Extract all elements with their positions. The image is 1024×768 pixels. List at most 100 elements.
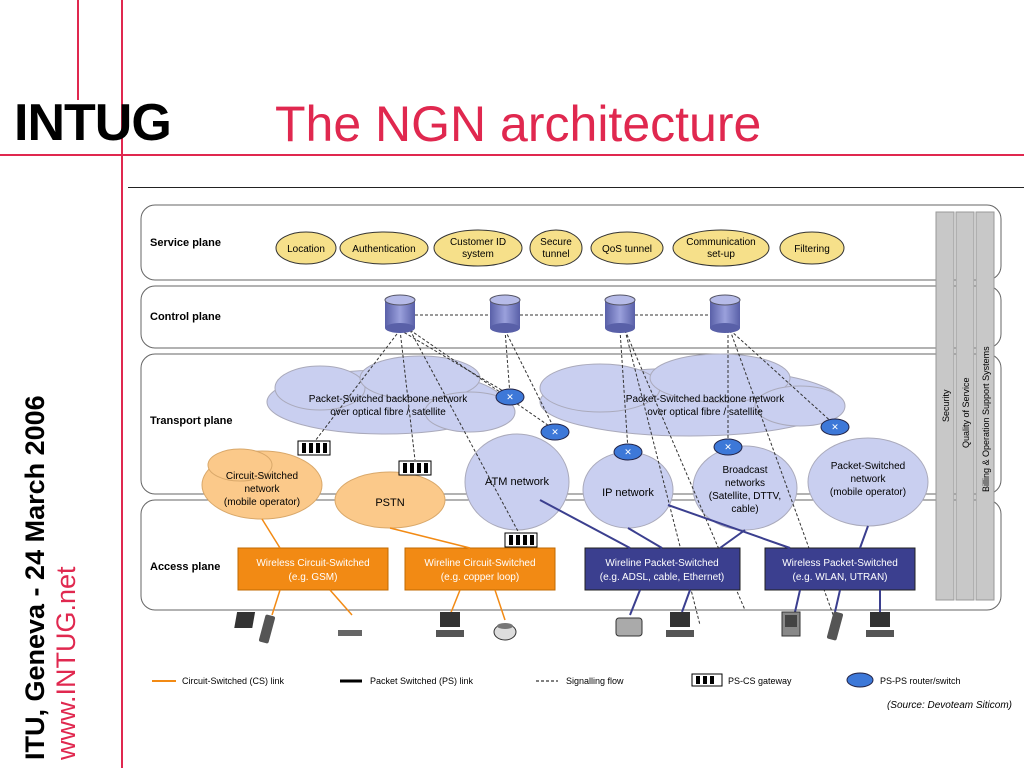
service-label: tunnel [542, 249, 569, 260]
service-label: Location [287, 244, 325, 255]
desktop-computer-icon [436, 612, 464, 637]
control-server-2 [489, 294, 521, 333]
broadcast-label-2: networks [725, 478, 765, 489]
telephone-icon [615, 617, 643, 637]
control-server-1 [384, 294, 416, 333]
broadcast-label-1: Broadcast [722, 465, 767, 476]
service-label: Authentication [352, 244, 415, 255]
legend-signalling-label: Signalling flow [566, 676, 624, 686]
service-oval-qos-tunnel: QoS tunnel [590, 231, 664, 265]
legend-router-icon [846, 672, 874, 688]
backbone-left-label-1: Packet-Switched backbone network [309, 394, 468, 405]
access-wireless-cs: Wireless Circuit-Switched (e.g. GSM) [237, 547, 389, 591]
backbone-cloud-right [539, 353, 846, 437]
service-label: Communication [686, 237, 755, 248]
access-plane-label: Access plane [150, 561, 220, 573]
qos-bar-label: Quality of Service [961, 377, 971, 448]
cs-cloud-label-1: Circuit-Switched [226, 471, 298, 482]
router-icon: ✕ [713, 438, 743, 456]
svg-text:✕: ✕ [551, 427, 559, 437]
service-label: Filtering [794, 244, 830, 255]
access-label: (e.g. WLAN, UTRAN) [792, 572, 887, 583]
broadcast-label-3: (Satellite, DTTV, [709, 491, 781, 502]
diagram-top-rule [128, 187, 1024, 188]
ps-links [539, 499, 881, 616]
access-label: Wireline Circuit-Switched [424, 558, 535, 569]
control-plane-label: Control plane [150, 311, 221, 323]
cs-links [261, 518, 506, 621]
control-plane-box [140, 285, 1002, 349]
access-label: (e.g. copper loop) [441, 572, 519, 583]
pda-icon [781, 611, 801, 637]
laptop-icon [234, 612, 362, 636]
access-wireless-ps: Wireless Packet-Switched (e.g. WLAN, UTR… [764, 547, 916, 591]
access-wireline-ps: Wireline Packet-Switched (e.g. ADSL, cab… [584, 547, 741, 591]
svg-text:✕: ✕ [624, 447, 632, 457]
service-label: system [462, 249, 494, 260]
backbone-right-label-1: Packet-Switched backbone network [626, 394, 785, 405]
billing-bar [975, 211, 995, 601]
cs-cloud [201, 448, 323, 520]
backbone-right-label-2: over optical fibre / satellite [647, 407, 763, 418]
router-icon: ✕ [820, 418, 850, 436]
gateway-icon [504, 532, 538, 548]
access-label: Wireline Packet-Switched [605, 558, 718, 569]
legend-ps-label: Packet Switched (PS) link [370, 676, 474, 686]
mobile-phone-icon [258, 614, 276, 644]
desktop-computer-icon [666, 612, 694, 637]
service-label: QoS tunnel [602, 244, 652, 255]
legend-router-label: PS-PS router/switch [880, 676, 961, 686]
access-label: Wireless Packet-Switched [782, 558, 898, 569]
access-label: Wireless Circuit-Switched [256, 558, 369, 569]
ps-mobile-label-3: (mobile operator) [830, 487, 906, 498]
broadcast-label-4: cable) [731, 504, 758, 515]
service-oval-communication: Communication set-up [672, 229, 770, 267]
gateway-icon [398, 460, 432, 476]
access-wireline-cs: Wireline Circuit-Switched (e.g. copper l… [404, 547, 556, 591]
service-oval-authentication: Authentication [339, 231, 429, 265]
desktop-computer-icon [866, 612, 894, 637]
security-bar [935, 211, 955, 601]
intug-logo: INTUG [14, 94, 172, 152]
service-oval-filtering: Filtering [779, 231, 845, 265]
legend-gateway-label: PS-CS gateway [728, 676, 792, 686]
service-oval-secure-tunnel: Secure tunnel [529, 229, 583, 267]
cs-cloud-label-3: (mobile operator) [224, 497, 300, 508]
router-icon: ✕ [540, 423, 570, 441]
cs-cloud-label-2: network [244, 484, 280, 495]
router-icon: ✕ [613, 443, 643, 461]
backbone-cloud-left [266, 355, 516, 435]
router-icon: ✕ [495, 388, 525, 406]
pstn-label: PSTN [375, 497, 404, 509]
service-label: Customer ID [450, 237, 506, 248]
header-underline [0, 154, 1024, 156]
service-label: set-up [707, 249, 735, 260]
ps-mobile-label-2: network [850, 474, 886, 485]
billing-bar-label: Billing & Operation Support Systems [981, 346, 991, 492]
backbone-left-label-2: over optical fibre / satellite [330, 407, 446, 418]
gateway-icon [297, 440, 331, 456]
access-label: (e.g. ADSL, cable, Ethernet) [600, 572, 725, 583]
security-bar-label: Security [941, 389, 951, 422]
ps-mobile-label-1: Packet-Switched [831, 461, 905, 472]
qos-bar [955, 211, 975, 601]
legend-cs-label: Circuit-Switched (CS) link [182, 676, 285, 686]
svg-text:✕: ✕ [506, 392, 514, 402]
telephone-icon [493, 623, 517, 641]
top-accent-line [77, 0, 79, 100]
left-accent-line [121, 0, 123, 768]
svg-text:✕: ✕ [724, 442, 732, 452]
atm-label: ATM network [485, 476, 549, 488]
control-server-3 [604, 294, 636, 333]
svg-text:✕: ✕ [831, 422, 839, 432]
signalling-flows [311, 314, 836, 626]
control-server-4 [709, 294, 741, 333]
mobile-phone-icon [826, 611, 844, 641]
legend-gateway-icon [691, 673, 723, 687]
service-oval-location: Location [275, 231, 337, 265]
access-label: (e.g. GSM) [289, 572, 338, 583]
page-title: The NGN architecture [275, 96, 762, 152]
ip-label: IP network [602, 487, 654, 499]
source-note: (Source: Devoteam Siticom) [887, 700, 1012, 711]
